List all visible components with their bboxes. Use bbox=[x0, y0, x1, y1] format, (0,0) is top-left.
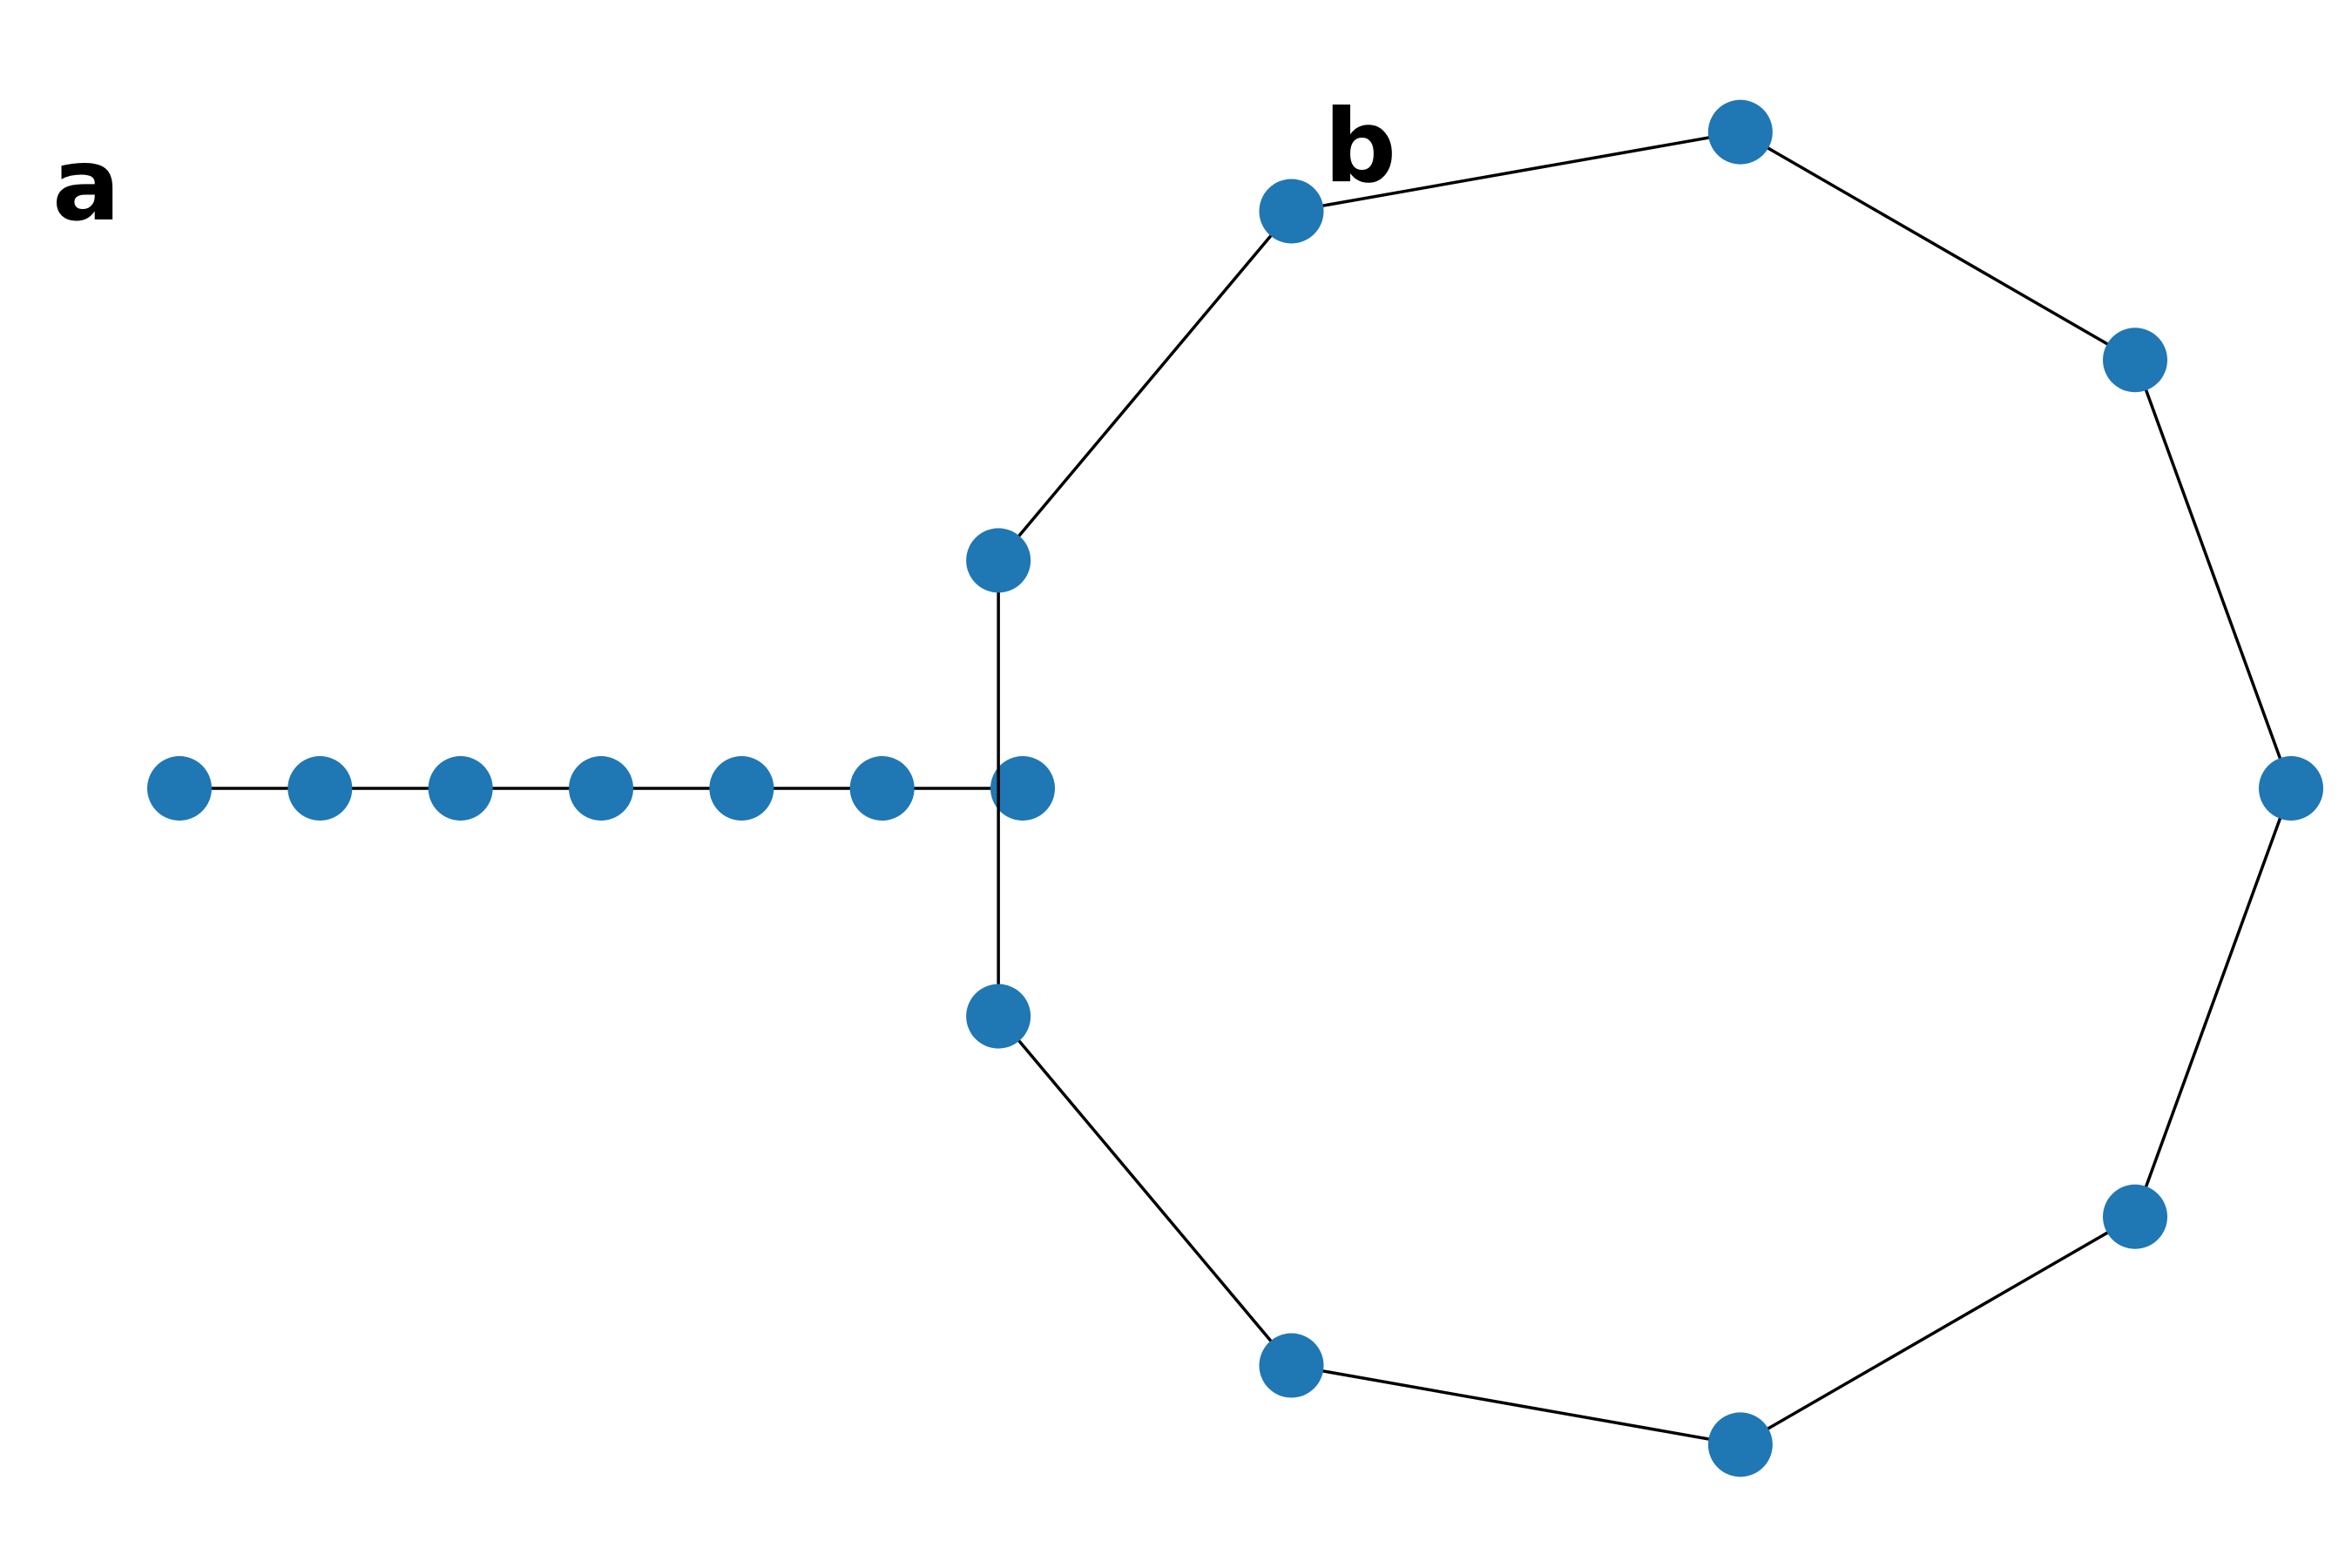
panel-b-edge-8-0 bbox=[2133, 787, 2293, 1218]
panel-a-node-5 bbox=[849, 756, 915, 821]
panel-b-node-2 bbox=[1707, 99, 1773, 165]
panel-b-node-7 bbox=[1707, 1412, 1773, 1477]
panel-b-node-6 bbox=[1259, 1333, 1324, 1398]
panel-a-path-graph: a bbox=[52, 126, 1055, 821]
panel-a-node-6 bbox=[990, 756, 1055, 821]
panel-a-node-1 bbox=[287, 756, 353, 821]
panel-b-node-3 bbox=[1259, 179, 1324, 244]
panel-a-node-3 bbox=[569, 756, 633, 821]
panel-b-node-0 bbox=[2259, 756, 2323, 821]
panel-b-edges bbox=[997, 130, 2293, 1447]
panel-a-node-2 bbox=[428, 756, 493, 821]
panel-b-node-8 bbox=[2103, 1184, 2168, 1249]
panel-b-edge-0-1 bbox=[2133, 359, 2293, 789]
panel-b-nodes bbox=[966, 99, 2323, 1477]
panel-b-edge-3-4 bbox=[997, 210, 1293, 562]
panel-b-node-5 bbox=[966, 983, 1031, 1049]
panel-b-edge-5-6 bbox=[997, 1015, 1293, 1367]
panel-b-edge-1-2 bbox=[1739, 131, 2136, 362]
panel-a-node-4 bbox=[709, 756, 774, 821]
panel-b-edge-6-7 bbox=[1291, 1363, 1741, 1447]
panel-b-edge-2-3 bbox=[1291, 130, 1741, 213]
panel-label-a: a bbox=[52, 126, 120, 244]
panel-b-node-1 bbox=[2103, 328, 2168, 393]
panel-a-nodes bbox=[147, 756, 1055, 821]
panel-a-node-0 bbox=[147, 756, 212, 821]
panel-b-edge-7-8 bbox=[1739, 1215, 2136, 1446]
panel-b-cycle-graph: b bbox=[966, 88, 2323, 1477]
panel-b-node-4 bbox=[966, 528, 1031, 593]
panel-label-b: b bbox=[1324, 88, 1396, 206]
